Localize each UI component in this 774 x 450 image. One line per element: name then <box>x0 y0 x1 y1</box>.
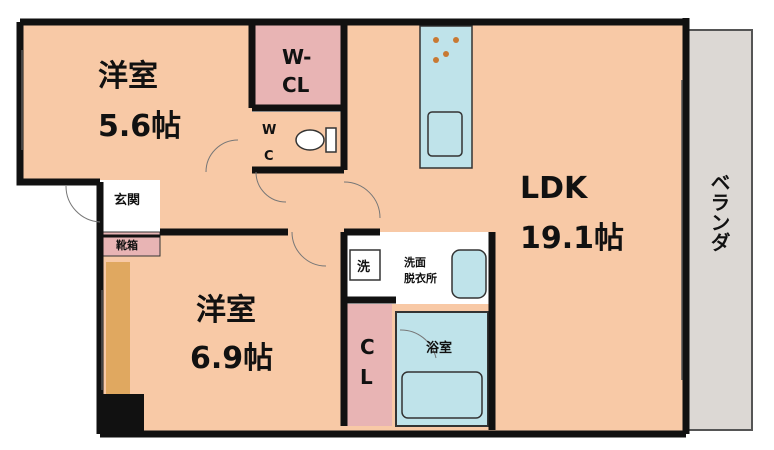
bathtub-icon <box>401 371 483 419</box>
wc-line2: C <box>264 149 274 164</box>
entrance-area <box>100 180 160 238</box>
wcl-line1: W- <box>282 45 311 69</box>
kitchen-sink <box>427 111 463 157</box>
veranda <box>685 29 753 431</box>
ldk-name: LDK <box>520 171 589 206</box>
western2-name: 洋室 <box>196 293 256 328</box>
toilet-icon <box>295 129 325 151</box>
wash-basin-icon <box>451 249 487 299</box>
wood-floor-strip <box>106 262 130 394</box>
washing-machine-icon <box>349 249 381 281</box>
western2-size: 6.9帖 <box>190 341 273 376</box>
veranda-label: ベランダ <box>707 172 731 252</box>
closet-line2: L <box>360 365 373 389</box>
shoe-box-label: 靴箱 <box>116 238 138 252</box>
western1-size: 5.6帖 <box>98 109 181 144</box>
entrance-label: 玄関 <box>114 192 140 208</box>
closet-cl <box>344 304 392 426</box>
wc-line1: W <box>262 123 276 138</box>
wash-sink-label: 洗 <box>357 259 370 275</box>
wcl-closet <box>252 22 342 108</box>
wcl-line2: CL <box>282 73 310 97</box>
closet-line1: C <box>360 335 375 359</box>
walls <box>16 18 690 438</box>
door-swings <box>65 139 437 359</box>
dressing-line2: 脱衣所 <box>404 271 437 285</box>
western-room-1 <box>20 22 252 182</box>
bath-label: 浴室 <box>426 340 452 356</box>
ldk-size: 19.1帖 <box>520 221 624 256</box>
dressing-line1: 洗面 <box>404 255 426 269</box>
windows <box>21 50 683 390</box>
western1-name: 洋室 <box>98 59 158 94</box>
